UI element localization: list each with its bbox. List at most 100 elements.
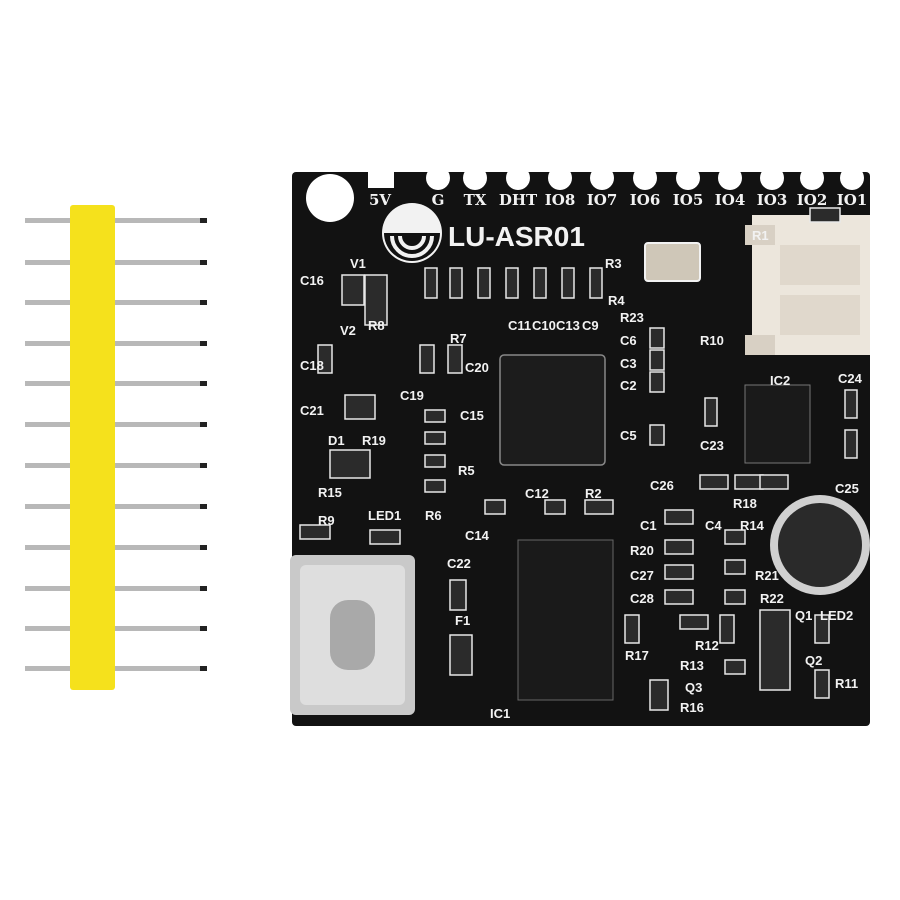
silkscreen-label: R3: [605, 256, 622, 271]
header-pin-tip: [200, 422, 207, 427]
smd-components: [299, 207, 858, 711]
silkscreen-label: C24: [838, 371, 863, 386]
silkscreen-label: C9: [582, 318, 599, 333]
smd-component: [424, 431, 446, 445]
smd-component: [544, 499, 566, 515]
pin-label: IO2: [797, 191, 828, 209]
header-pad: [426, 166, 450, 190]
silkscreen-label: V2: [340, 323, 356, 338]
pin-label: IO6: [630, 191, 661, 209]
header-pin-tip: [200, 463, 207, 468]
header-pad: [760, 166, 784, 190]
main-chip: [499, 354, 606, 466]
header-pin: [25, 666, 207, 671]
pin-label: 5V: [369, 191, 391, 209]
header-pin-tip: [200, 626, 207, 631]
silkscreen-label: D1: [328, 433, 345, 448]
silkscreen-label: C14: [465, 528, 490, 543]
smd-component: [424, 267, 438, 299]
silkscreen-label: F1: [455, 613, 470, 628]
silkscreen-label: R18: [733, 496, 757, 511]
silkscreen-label: R10: [700, 333, 724, 348]
silkscreen-label: R23: [620, 310, 644, 325]
silkscreen-label: C2: [620, 378, 637, 393]
smd-component: [809, 207, 841, 223]
crystal-oscillator: [644, 242, 701, 282]
smd-component: [759, 609, 791, 691]
silkscreen-label: C10: [532, 318, 556, 333]
header-pin-tip: [200, 341, 207, 346]
smd-component: [449, 634, 473, 676]
header-pad: [800, 166, 824, 190]
silkscreen-label: C26: [650, 478, 674, 493]
smd-component: [649, 371, 665, 393]
header-pin-tip: [200, 504, 207, 509]
pin-header: [25, 205, 207, 690]
smd-component: [533, 267, 547, 299]
silkscreen-label: R16: [680, 700, 704, 715]
pin-label: DHT: [499, 191, 538, 209]
silkscreen-label: R20: [630, 543, 654, 558]
smd-component: [649, 327, 665, 349]
smd-component: [814, 614, 830, 644]
pin-label: IO7: [587, 191, 618, 209]
header-pin: [25, 381, 207, 386]
silkscreen-label: R4: [608, 293, 625, 308]
logo-icon: [382, 203, 442, 263]
smd-component: [679, 614, 709, 630]
header-pin: [25, 300, 207, 305]
header-pad: [676, 166, 700, 190]
smd-component: [649, 679, 669, 711]
pin-label: IO5: [673, 191, 704, 209]
header-pad: [548, 166, 572, 190]
header-pin-tip: [200, 381, 207, 386]
smd-component: [724, 529, 746, 545]
smd-component: [449, 267, 463, 299]
smd-component: [664, 539, 694, 555]
silkscreen-label: R12: [695, 638, 719, 653]
silkscreen-label: C11: [508, 318, 531, 333]
silkscreen-label: C27: [630, 568, 654, 583]
silkscreen-label: C22: [447, 556, 471, 571]
silkscreen-label: C20: [465, 360, 489, 375]
header-pin-tip: [200, 545, 207, 550]
silkscreen-label: R14: [740, 518, 765, 533]
silkscreen-label: Q1: [795, 608, 812, 623]
silkscreen-label: R6: [425, 508, 442, 523]
header-pad: [633, 166, 657, 190]
smd-component: [664, 589, 694, 605]
mounting-hole: [306, 174, 354, 222]
pin-label: IO4: [715, 191, 746, 209]
header-pin: [25, 341, 207, 346]
smd-component: [424, 409, 446, 423]
smd-component: [724, 659, 746, 675]
header-pin-tip: [200, 260, 207, 265]
header-pin: [25, 545, 207, 550]
header-pad: [840, 166, 864, 190]
header-pin: [25, 626, 207, 631]
smd-component: [341, 274, 365, 306]
silkscreen-label: R15: [318, 485, 342, 500]
header-pad: [590, 166, 614, 190]
silkscreen-label: IC2: [770, 373, 790, 388]
silkscreen-label: Q3: [685, 680, 702, 695]
silkscreen-label: C28: [630, 591, 654, 606]
header-pad: [718, 166, 742, 190]
usb-c-port: [290, 555, 415, 715]
silkscreen-label: C15: [460, 408, 484, 423]
header-pin-tip: [200, 586, 207, 591]
jst-connector: [745, 215, 870, 355]
silkscreen-label: R2: [585, 486, 602, 501]
smd-component: [724, 589, 746, 605]
smd-component: [449, 579, 467, 611]
pin-label: IO1: [837, 191, 868, 209]
smd-component: [317, 344, 333, 374]
silkscreen-label: C3: [620, 356, 637, 371]
smd-component: [649, 349, 665, 371]
silkscreen-label: LED1: [368, 508, 401, 523]
smd-component: [844, 429, 858, 459]
smd-component: [759, 474, 789, 490]
silkscreen-label: C21: [300, 403, 324, 418]
